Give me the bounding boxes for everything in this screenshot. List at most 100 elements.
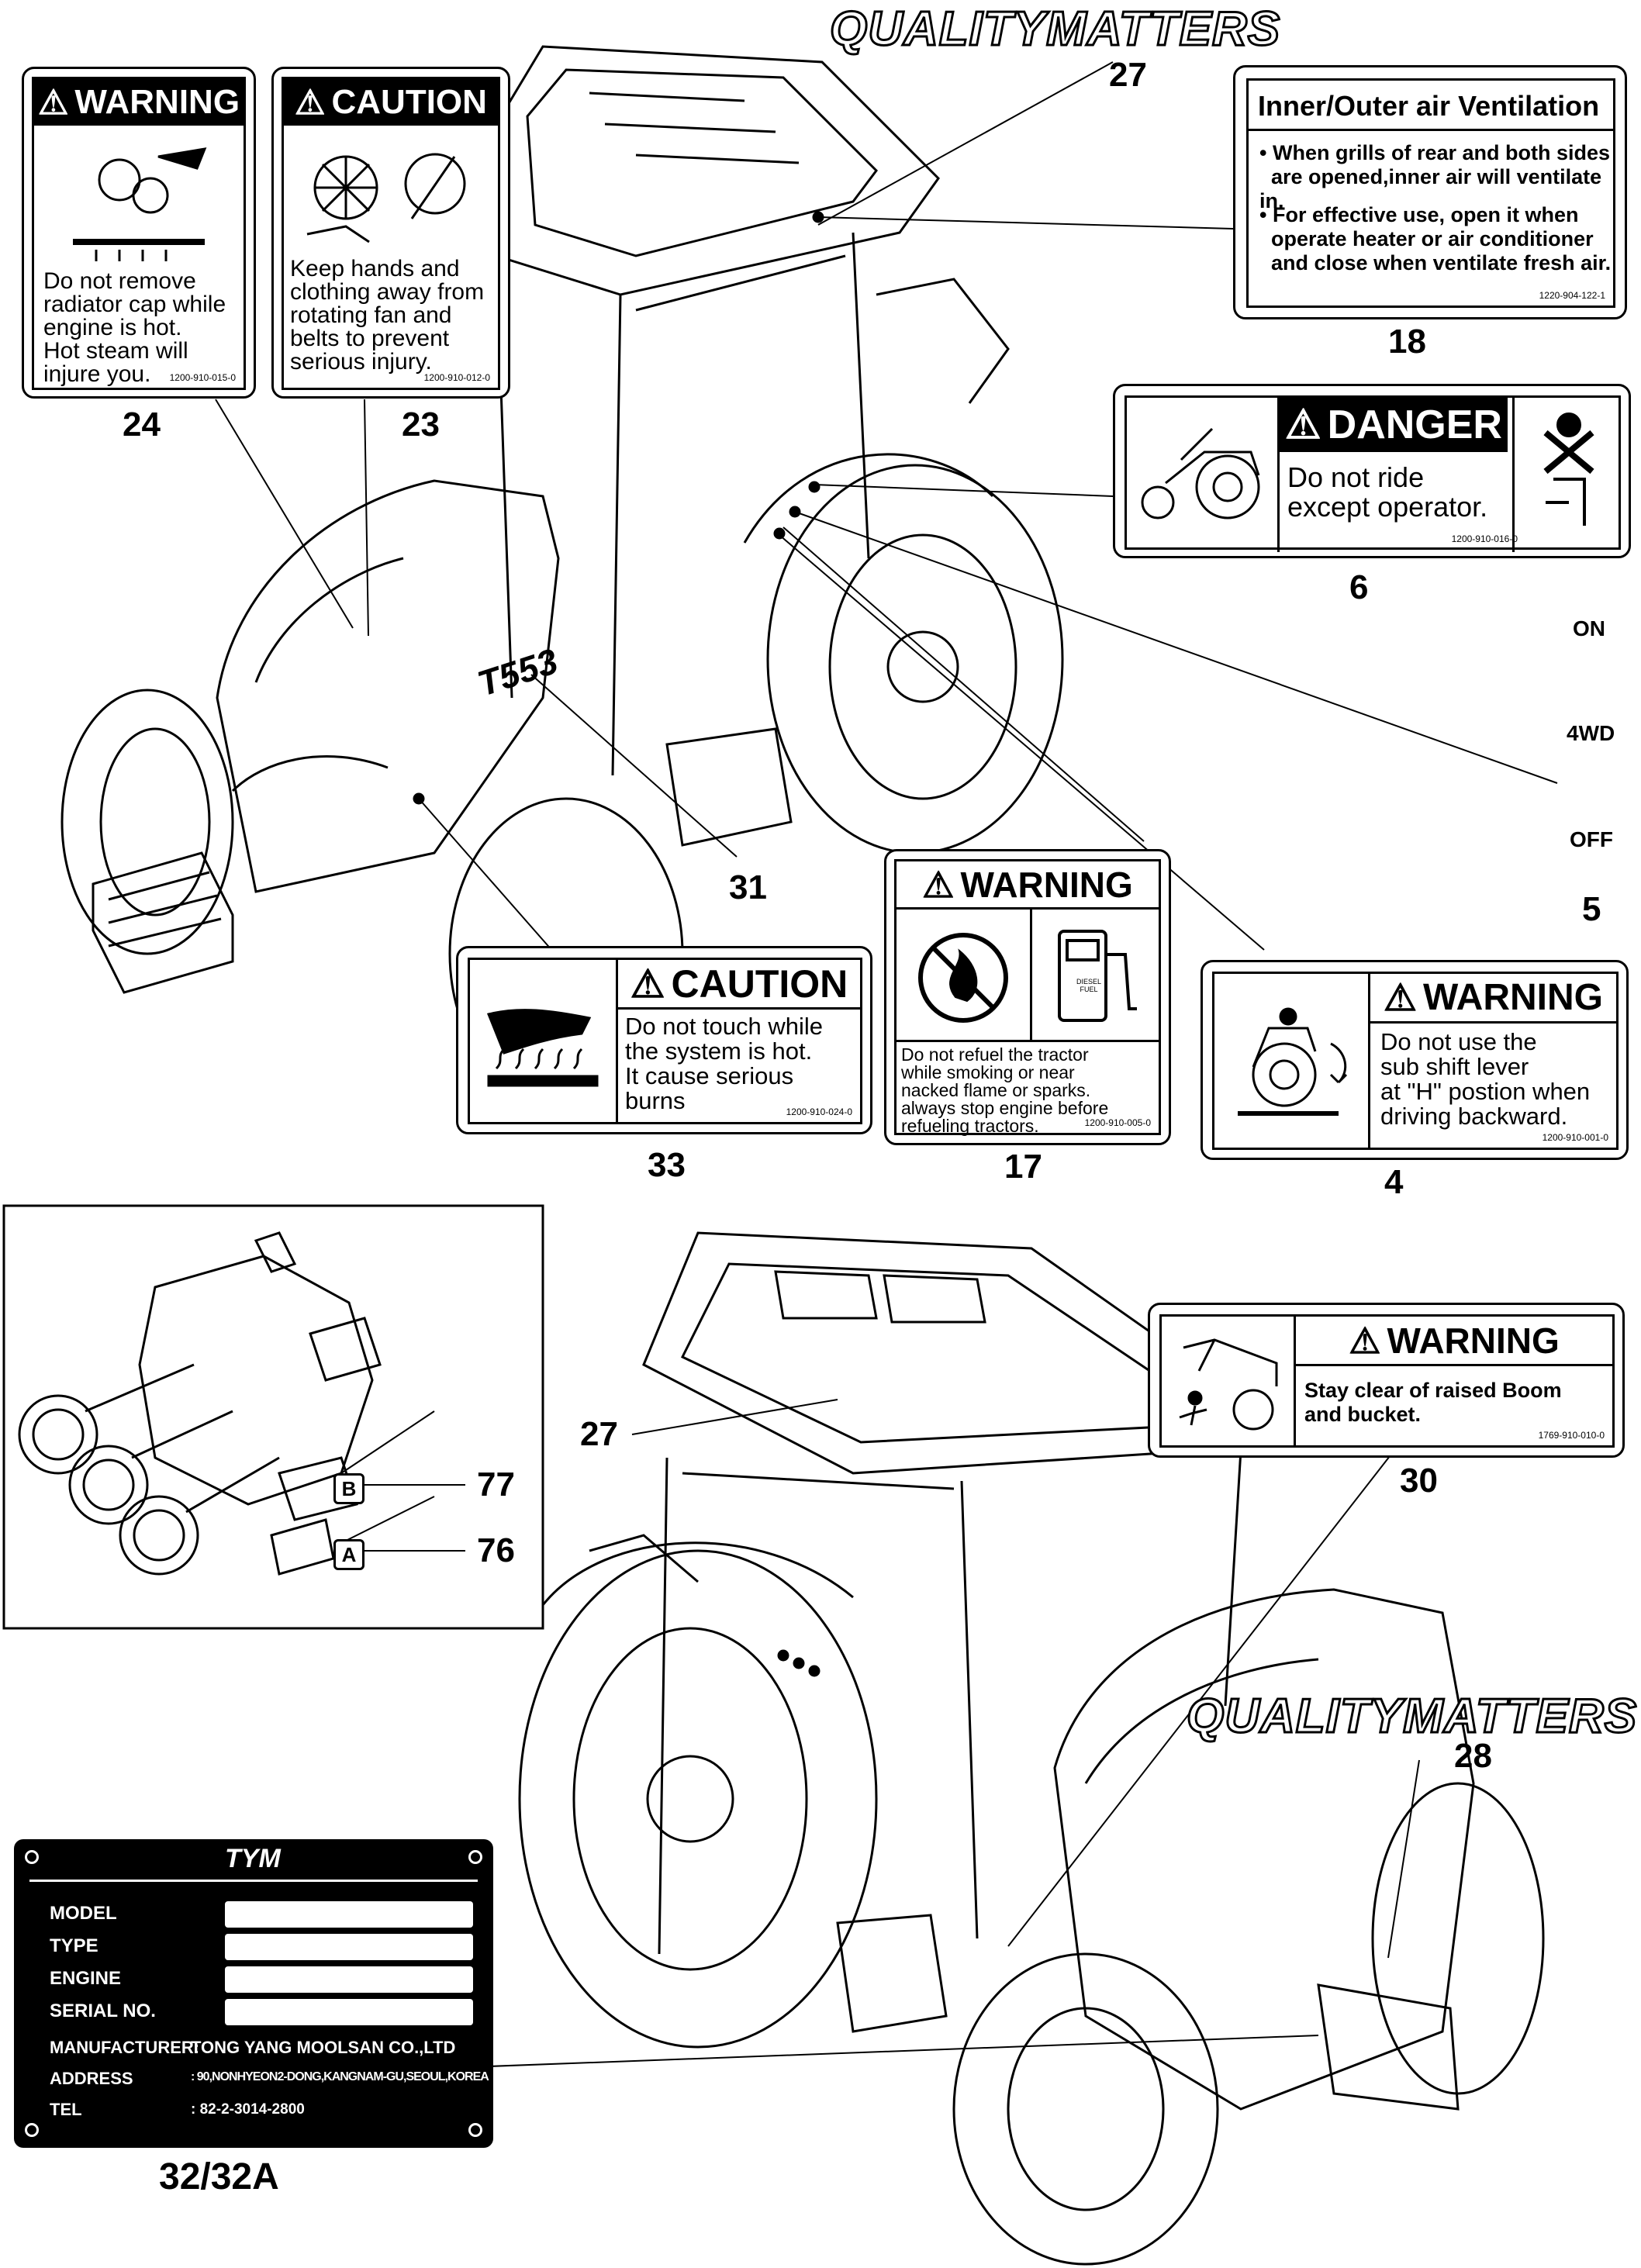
quality-matters-logo-top: QUALITYMATTERS	[828, 2, 1281, 57]
reversing-tractor-icon	[1238, 1007, 1348, 1116]
decal-23-part-code: 1200-910-012-0	[423, 372, 490, 383]
decal-18-title: Inner/Outer air Ventilation	[1258, 90, 1600, 122]
callout-32-32a: 32/32A	[159, 2156, 279, 2197]
plate-tel-value: : 82-2-3014-2800	[191, 2101, 305, 2118]
decal-5-on-label: ON	[1573, 616, 1605, 640]
warning-triangle-icon: ⚠	[1383, 977, 1418, 1019]
tractor-bottom-illustration	[518, 1231, 1545, 2266]
decal-24-part-code: 1200-910-015-0	[169, 372, 236, 383]
hot-surface-hand-icon	[486, 1009, 599, 1087]
valve-illustration	[18, 1231, 382, 1576]
callout-27-bottom: 27	[580, 1415, 618, 1453]
decal-18-part-code: 1220-904-122-1	[1539, 290, 1605, 301]
warning-triangle-icon: ⚠	[922, 864, 955, 905]
callout-5: 5	[1582, 890, 1601, 928]
danger-triangle-icon: ⚠	[1285, 402, 1321, 447]
plate-manufacturer-value: TONG YANG MOOLSAN CO.,LTD	[191, 2038, 456, 2057]
valve-inset-frame	[2, 1204, 544, 1630]
plate-brand-logo: TYM	[225, 1844, 281, 1873]
plate-address-value: : 90,NONHYEON2-DONG,KANGNAM-GU,SEOUL,KOR…	[191, 2070, 489, 2083]
callout-17: 17	[1004, 1148, 1042, 1186]
plate-serial-field	[225, 1999, 473, 2025]
callout-18: 18	[1388, 323, 1426, 361]
decal-30-part-code: 1769-910-010-0	[1538, 1430, 1605, 1441]
decal-locator-33	[413, 792, 425, 805]
decal-5-4wd-label: 4WD	[1567, 721, 1615, 745]
decal-locator-6	[808, 481, 820, 493]
radiator-steam-icon	[73, 147, 207, 261]
decal-locator-5	[789, 506, 801, 518]
callout-6: 6	[1349, 568, 1369, 606]
decal-18-bullet-2: • For effective use, open it when operat…	[1259, 203, 1612, 274]
serial-plate: TYM MODEL TYPE ENGINE SERIAL NO. MANUFAC…	[14, 1839, 493, 2148]
plate-manufacturer-label: MANUFACTURER:	[50, 2038, 200, 2057]
callout-24: 24	[123, 406, 161, 444]
callout-27-top: 27	[1109, 56, 1147, 94]
callout-28: 28	[1454, 1737, 1492, 1775]
rivet-hole	[25, 2123, 39, 2137]
valve-tag-a: A	[333, 1539, 364, 1570]
quality-matters-logo-bottom: QUALITYMATTERS	[1185, 1689, 1638, 1745]
valve-tag-b: B	[333, 1473, 364, 1504]
callout-33: 33	[648, 1146, 686, 1184]
decal-17-part-code: 1200-910-005-0	[1084, 1117, 1151, 1128]
decal-33-header: ⚠CAUTION	[618, 960, 860, 1010]
tractor-rider-icon	[1141, 427, 1260, 520]
plate-serial-label: SERIAL NO.	[50, 2000, 156, 2021]
decal-6-part-code: 1200-910-016-0	[1451, 533, 1518, 544]
callout-76: 76	[477, 1531, 515, 1569]
caution-triangle-icon: ⚠	[630, 961, 665, 1006]
decal-24-header: ⚠WARNING	[34, 79, 244, 126]
rivet-hole	[468, 2123, 482, 2137]
no-flame-icon	[918, 933, 1008, 1023]
callout-23: 23	[402, 406, 440, 444]
raised-boom-icon	[1179, 1338, 1278, 1431]
plate-engine-field	[225, 1966, 473, 1993]
decal-4-part-code: 1200-910-001-0	[1542, 1132, 1608, 1143]
plate-address-label: ADDRESS	[50, 2069, 133, 2088]
plate-model-label: MODEL	[50, 1903, 117, 1924]
plate-model-field	[225, 1901, 473, 1928]
rivet-hole	[25, 1850, 39, 1864]
fuel-pump-icon	[1058, 930, 1137, 1022]
fuel-pump-label: DIESEL FUEL	[1076, 978, 1101, 993]
warning-triangle-icon: ⚠	[1349, 1320, 1381, 1361]
decal-18-bullet-1: • When grills of rear and both sides are…	[1259, 141, 1611, 212]
decal-33-part-code: 1200-910-024-0	[786, 1106, 852, 1117]
rotating-fan-hazard-icon	[306, 153, 466, 243]
decal-17-header: ⚠WARNING	[897, 861, 1159, 910]
plate-type-label: TYPE	[50, 1935, 98, 1956]
warning-triangle-icon: ⚠	[37, 83, 69, 122]
callout-4: 4	[1384, 1163, 1404, 1201]
plate-engine-label: ENGINE	[50, 1968, 122, 1989]
plate-type-field	[225, 1934, 473, 1960]
decal-23-header: ⚠CAUTION	[284, 79, 498, 126]
leader-lines	[215, 61, 1558, 2067]
decal-17-warning-refuel: ⚠WARNING DIESEL FUEL Do not refuel the t…	[884, 849, 1171, 1145]
no-passenger-icon	[1543, 413, 1594, 526]
decal-4-header: ⚠WARNING	[1370, 974, 1616, 1024]
callout-77: 77	[477, 1465, 515, 1503]
decal-5-off-label: OFF	[1570, 827, 1613, 851]
decal-locator-4	[773, 527, 786, 540]
decal-6-header: ⚠DANGER	[1280, 398, 1508, 452]
callout-31: 31	[729, 868, 767, 906]
callout-30: 30	[1400, 1462, 1438, 1500]
decal-30-header: ⚠WARNING	[1296, 1317, 1612, 1366]
rivet-hole	[468, 1850, 482, 1864]
decal-locator-18	[812, 211, 824, 223]
